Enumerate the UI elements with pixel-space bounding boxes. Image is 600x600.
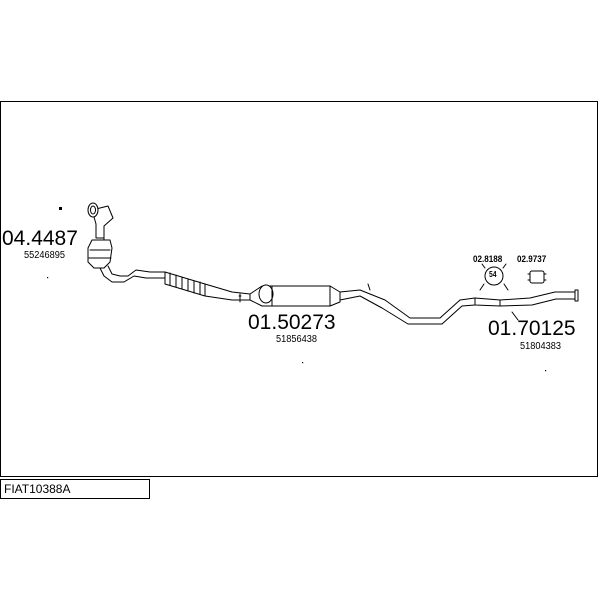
oe-number-middle-silencer: 51856438 [276, 334, 317, 345]
part-code-middle-silencer: 01.50273 [248, 311, 336, 334]
accessory-code-rubber-mount: 02.8188 [473, 254, 503, 265]
oe-number-catalytic-converter: 55246895 [24, 250, 65, 261]
reference-code: FIAT10388A [4, 482, 71, 496]
rubber-mount-badge: 54 [489, 270, 497, 279]
catalytic-converter-drawing [87, 202, 129, 283]
diagram-frame [0, 101, 598, 477]
part-code-rear-pipe: 01.70125 [488, 317, 576, 340]
oe-number-rear-pipe: 51804383 [520, 341, 561, 352]
rear-pipe-drawing [339, 283, 579, 325]
middle-silencer-drawing [249, 284, 341, 307]
rubber-mount-drawing [479, 263, 509, 291]
front-pipe-drawing [123, 269, 251, 303]
clamp-drawing [527, 270, 547, 284]
reference-box: FIAT10388A [0, 479, 150, 499]
accessory-code-clamp: 02.9737 [517, 254, 547, 265]
part-code-catalytic-converter: 04.4487 [2, 227, 78, 250]
leader-marks [103, 229, 519, 321]
